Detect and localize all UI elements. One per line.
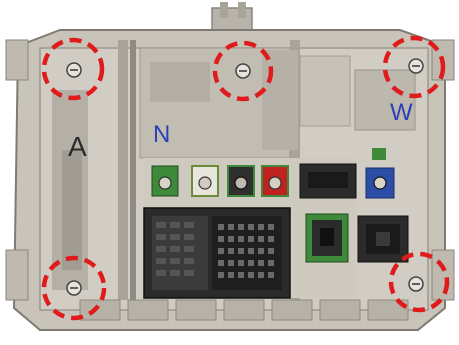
screws <box>66 58 424 296</box>
screw-top-center <box>235 63 251 79</box>
handwritten-mark-a: A <box>68 131 87 162</box>
highlight-circles <box>41 35 450 321</box>
side-connector <box>357 215 409 263</box>
header-connector <box>299 163 357 199</box>
callout-top-right-screw <box>382 35 446 99</box>
callout-top-center-screw <box>212 40 274 102</box>
connector-panel <box>143 158 357 299</box>
screw-top-right <box>408 58 424 74</box>
right-connectors <box>357 148 409 263</box>
main-harness-connector <box>143 207 291 299</box>
screw-bottom-left <box>66 280 82 296</box>
handwritten-mark-n: N <box>153 121 170 148</box>
screw-top-left <box>66 62 82 78</box>
callout-bottom-right-screw <box>388 251 450 313</box>
fakra-connector-4 <box>261 165 289 197</box>
callout-top-left-screw <box>41 37 105 101</box>
fakra-connector-1 <box>151 165 179 197</box>
screw-bottom-right <box>408 276 424 292</box>
callout-bottom-left-screw <box>41 255 107 321</box>
fakra-connector-blue <box>365 148 395 199</box>
usb-connector <box>305 213 349 263</box>
fakra-connector-2 <box>191 165 219 197</box>
fakra-connector-3 <box>227 165 255 197</box>
handwritten-mark-w: W <box>390 99 413 126</box>
